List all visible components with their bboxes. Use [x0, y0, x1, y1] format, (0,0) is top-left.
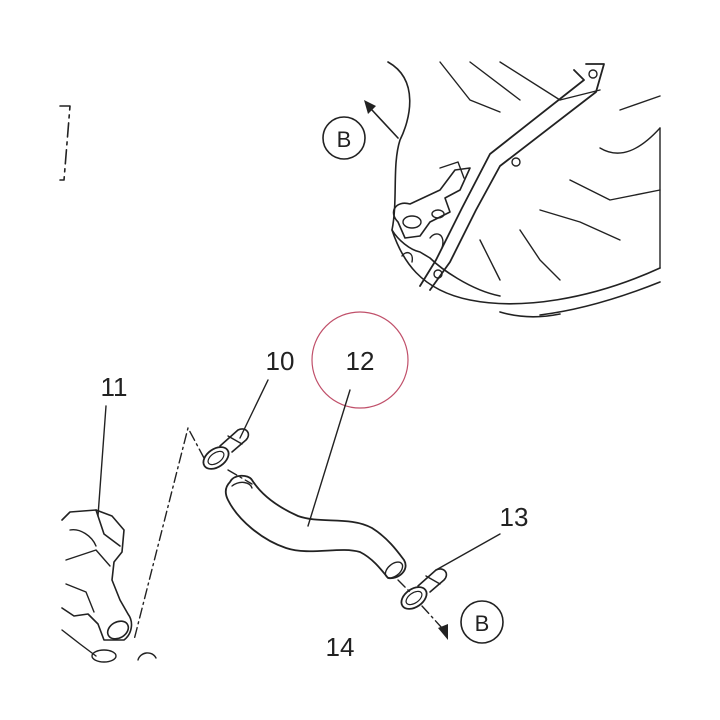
part-label-12: 12: [346, 346, 375, 376]
callout-b-top-label: B: [337, 127, 352, 152]
callout-b-bottom: B: [438, 600, 504, 644]
part-label-10: 10: [266, 346, 295, 376]
part-label-14: 14: [326, 632, 355, 662]
upper-housing-assembly: [387, 61, 661, 318]
leader-lines: [97, 379, 501, 571]
hose-clamp-13: [400, 568, 448, 610]
part-label-11: 11: [101, 372, 128, 402]
callout-b-top: B: [322, 100, 399, 160]
highlight-circle-part-12: [311, 311, 409, 409]
part-label-13: 13: [500, 502, 529, 532]
hose-clamp-10: [202, 428, 250, 470]
coolant-hose-12: [224, 474, 407, 580]
dashed-connection-lines: [133, 427, 443, 641]
dashed-boundary-top-left: [59, 105, 71, 181]
callout-b-bottom-label: B: [475, 611, 490, 636]
thermostat-housing-11: [61, 509, 157, 663]
